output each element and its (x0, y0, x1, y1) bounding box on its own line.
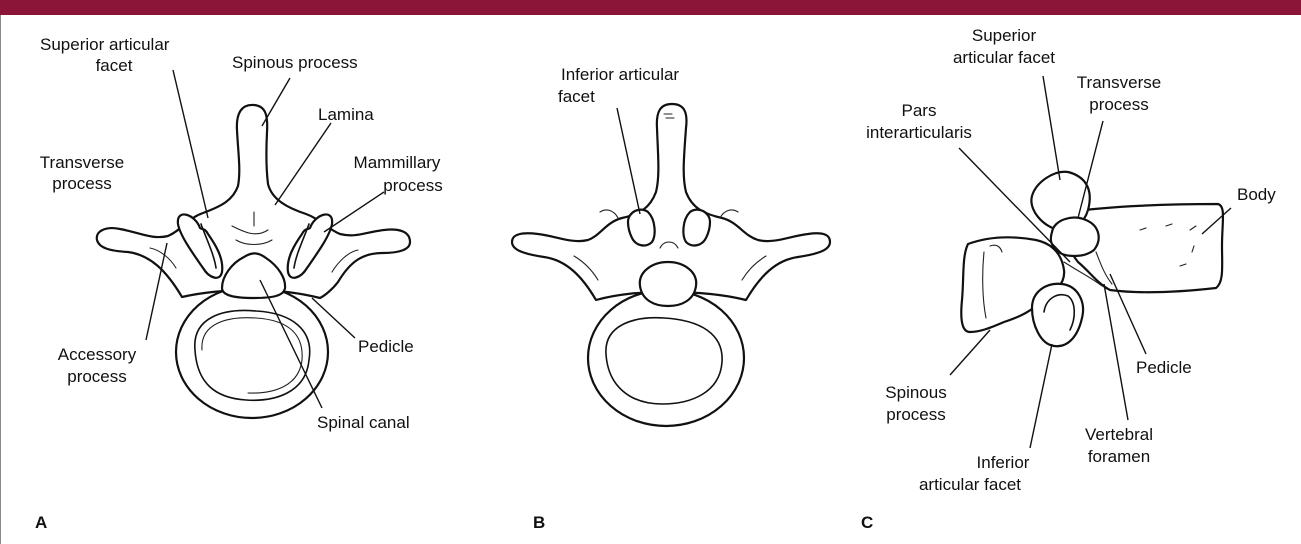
label-c-pars-line1: Pars (902, 101, 937, 120)
label-c-pedicle: Pedicle (1136, 358, 1192, 377)
label-a-transverse-process-line2: process (52, 174, 112, 193)
panel-b-right-inferior-facet (683, 210, 710, 246)
panel-a-vertebral-body (176, 286, 328, 418)
label-c-vertebral-foramen-line2: foramen (1088, 447, 1150, 466)
panel-letter-c: C (861, 513, 873, 532)
panel-b-labels: Inferior articular facet (558, 65, 679, 106)
label-c-superior-articular-facet-line2: articular facet (953, 48, 1055, 67)
panel-b-left-inferior-facet (628, 210, 655, 246)
panel-b-leader-lines (617, 108, 640, 214)
label-a-mammillary-process-line2: process (383, 176, 443, 195)
label-a-lamina: Lamina (318, 105, 374, 124)
panel-a-vertebra-drawing (97, 105, 410, 418)
label-c-superior-articular-facet-line1: Superior (972, 26, 1037, 45)
label-c-spinous-process-line2: process (886, 405, 946, 424)
label-c-body: Body (1237, 185, 1276, 204)
label-c-inferior-articular-facet-line2: articular facet (919, 475, 1021, 494)
label-a-transverse-process-line1: Transverse (40, 153, 124, 172)
label-b-inferior-articular-facet-line2: facet (558, 87, 595, 106)
label-a-superior-articular-facet-line2: facet (96, 56, 133, 75)
label-a-accessory-process-line1: Accessory (58, 345, 137, 364)
label-c-spinous-process-line1: Spinous (885, 383, 946, 402)
label-a-pedicle: Pedicle (358, 337, 414, 356)
panel-b-vertebra-drawing (512, 104, 830, 426)
panel-c-inferior-articular-process (1032, 284, 1083, 346)
label-c-pars-line2: interarticularis (866, 123, 972, 142)
label-a-mammillary-process-line1: Mammillary (354, 153, 441, 172)
label-a-spinous-process: Spinous process (232, 53, 358, 72)
label-c-vertebral-foramen-line1: Vertebral (1085, 425, 1153, 444)
label-c-inferior-articular-facet-line1: Inferior (977, 453, 1030, 472)
panel-letter-a: A (35, 513, 47, 532)
label-c-transverse-process-line2: process (1089, 95, 1149, 114)
label-a-superior-articular-facet-line1: Superior articular (40, 35, 170, 54)
label-a-accessory-process-line2: process (67, 367, 127, 386)
panel-b-spinal-canal-outline (640, 262, 696, 306)
label-c-transverse-process-line1: Transverse (1077, 73, 1161, 92)
panel-letter-b: B (533, 513, 545, 532)
panel-b-vertebral-body (588, 290, 744, 426)
panel-c-vertebra-drawing (961, 172, 1223, 346)
label-b-inferior-articular-facet-line1: Inferior articular (561, 65, 679, 84)
label-a-spinal-canal: Spinal canal (317, 413, 410, 432)
